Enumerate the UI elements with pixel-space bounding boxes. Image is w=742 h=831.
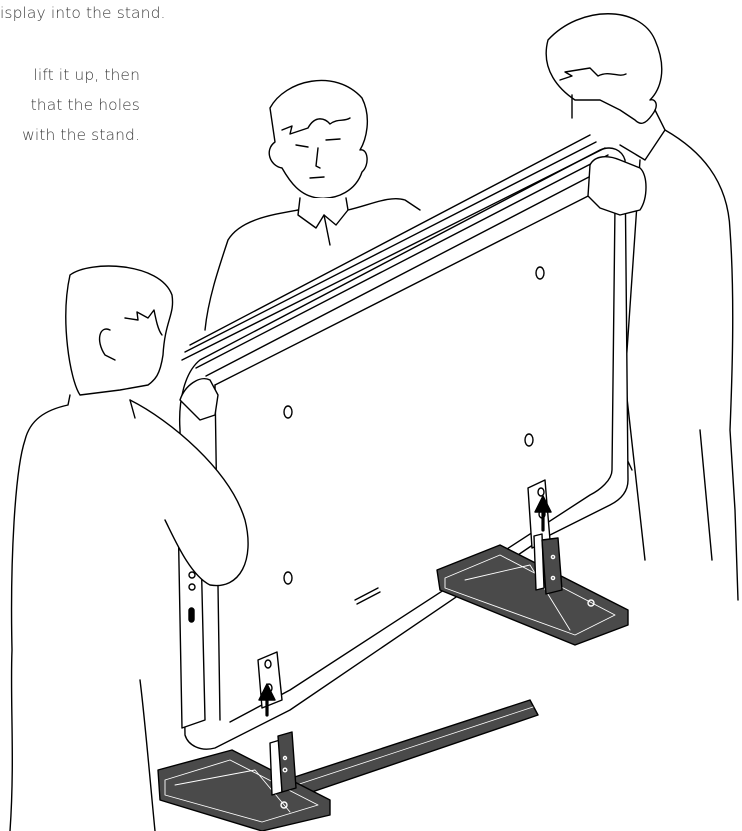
display-panel — [177, 134, 629, 750]
stand-base-left — [157, 731, 331, 831]
right-hand — [587, 156, 647, 216]
up-arrow-right-stand-icon — [534, 495, 552, 532]
instruction-heading-fragment: isplay into the stand. — [0, 4, 166, 22]
person-left — [9, 265, 249, 831]
instruction-step-line-3: with the stand. — [22, 126, 140, 144]
stand-base-right — [436, 533, 629, 646]
person-middle — [204, 79, 421, 331]
instruction-step-line-2: that the holes — [30, 96, 140, 114]
up-arrow-left-stand-icon — [258, 683, 276, 717]
instruction-step-line-1: lift it up, then — [33, 66, 140, 84]
